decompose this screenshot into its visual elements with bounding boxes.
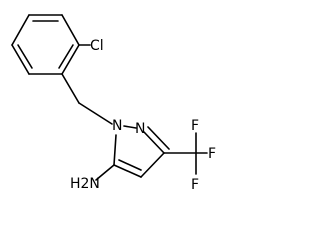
pyrazole-bond — [113, 164, 142, 178]
benzene-bond — [11, 14, 30, 46]
pyrazole-bond — [113, 134, 117, 166]
pyrazole-double-bond — [147, 126, 170, 150]
pyrazole-bond — [123, 125, 137, 129]
nitrogen-label: N — [112, 118, 122, 134]
chemical-structure-diagram: Cl N N F F F H2N — [11, 14, 216, 193]
benzene-bond — [61, 14, 80, 46]
pyrazole-bond — [140, 152, 165, 178]
chlorine-label: Cl — [90, 38, 104, 54]
pyrazole-bond — [143, 131, 165, 154]
fluorine-label: F — [191, 177, 199, 193]
fluorine-label: F — [191, 118, 199, 134]
nitrogen-label: N — [135, 121, 145, 137]
pyrazole-ring — [113, 125, 170, 178]
benzyl-n-bond — [78, 102, 113, 125]
benzene-double-bond — [17, 44, 33, 69]
trifluoromethyl-group — [163, 132, 208, 175]
fluorine-label: F — [208, 146, 216, 162]
methylene-bond — [61, 73, 80, 104]
amine-label: H2N — [70, 176, 100, 192]
benzene-ring — [11, 14, 80, 75]
benzene-bond — [61, 44, 80, 75]
benzene-double-bond — [58, 44, 74, 69]
benzene-bond — [11, 44, 30, 75]
amine-bond — [95, 164, 115, 181]
pyrazole-double-bond — [118, 159, 142, 171]
